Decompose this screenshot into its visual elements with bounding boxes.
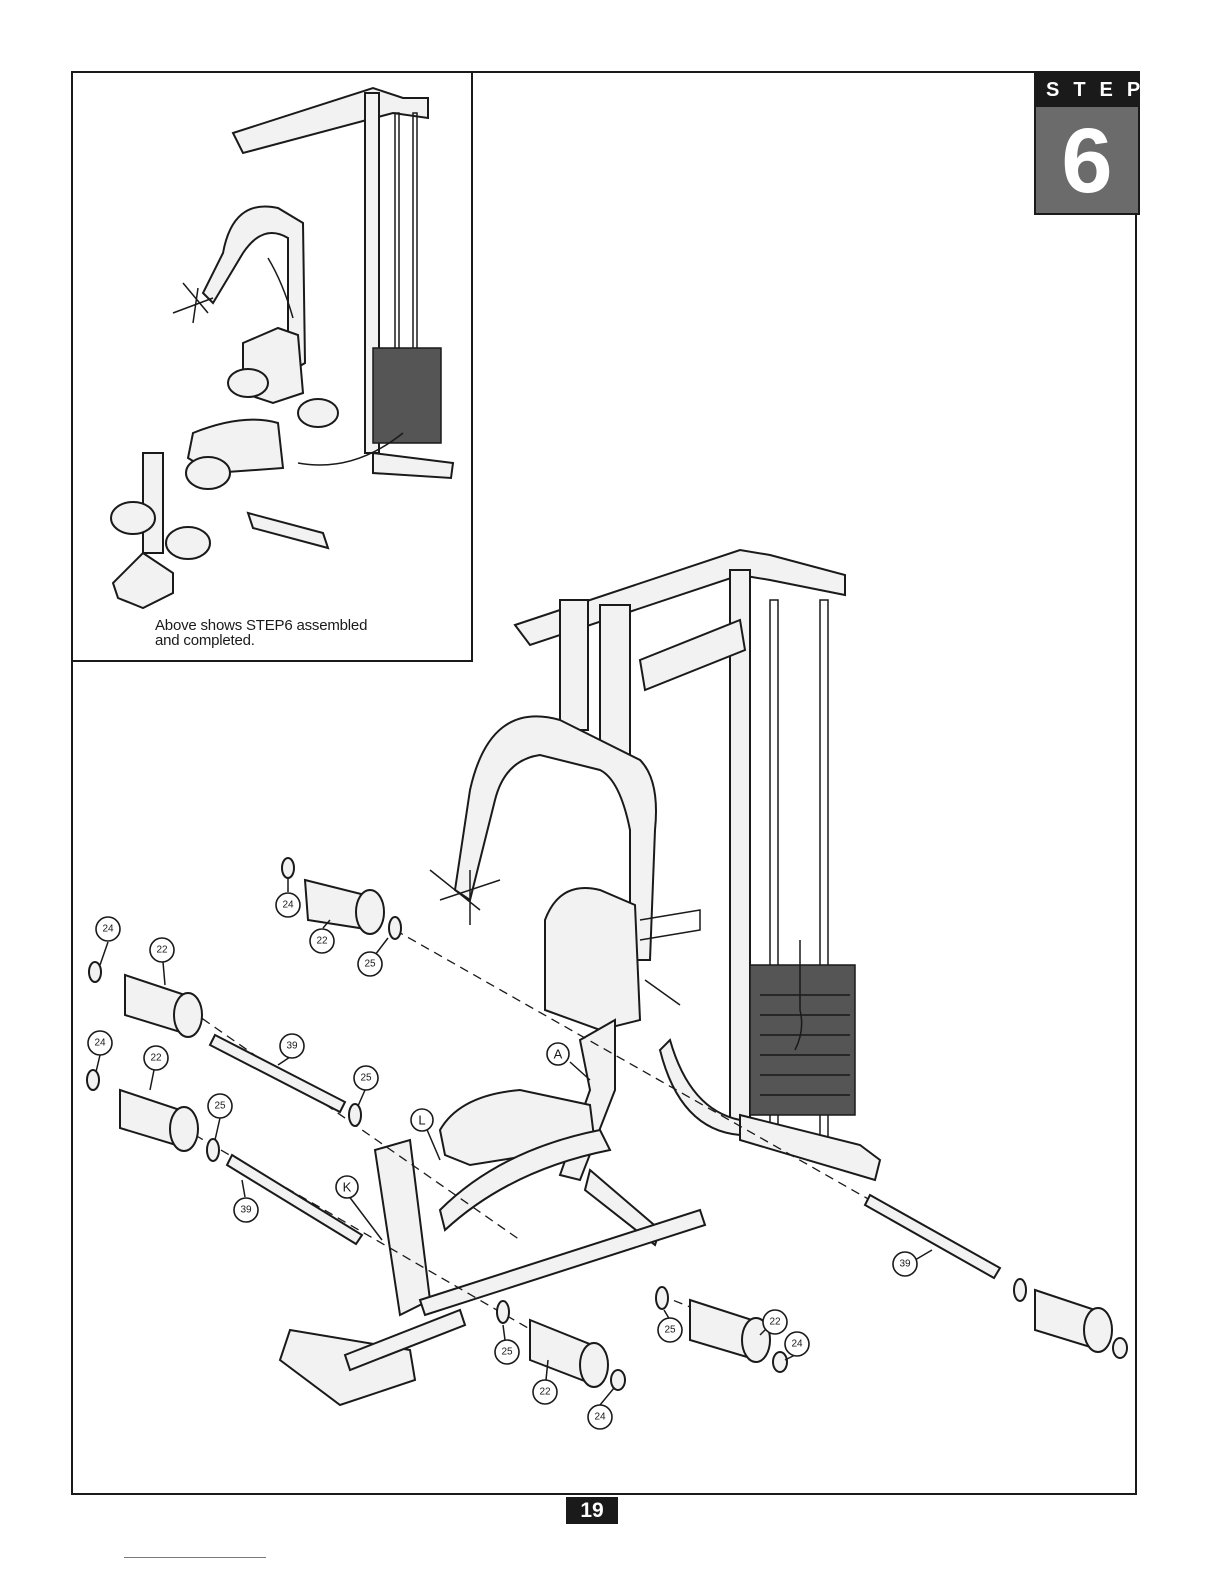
callout-label: 24: [282, 900, 294, 911]
callout-25: 25: [354, 1066, 378, 1090]
callout-22: 22: [533, 1380, 557, 1404]
gym-frame: [280, 550, 880, 1405]
callout-24: 24: [88, 1031, 112, 1055]
callout-label: A: [554, 1047, 563, 1062]
callout-label: 24: [791, 1339, 803, 1350]
callout-label: 24: [102, 924, 114, 935]
callout-label: 22: [769, 1317, 781, 1328]
callout-label: 39: [286, 1041, 298, 1052]
page-number: 19: [566, 1497, 618, 1524]
callout-22: 22: [150, 938, 174, 962]
callout-24: 24: [785, 1332, 809, 1356]
callout-label: 39: [240, 1205, 252, 1216]
callout-24: 24: [276, 893, 300, 917]
callout-label: K: [343, 1180, 352, 1195]
callout-label: 39: [899, 1259, 911, 1270]
callout-22: 22: [144, 1046, 168, 1070]
callout-22: 22: [763, 1310, 787, 1334]
callout-24: 24: [588, 1405, 612, 1429]
callout-25: 25: [358, 952, 382, 976]
callout-label: 22: [316, 936, 328, 947]
callout-25: 25: [495, 1340, 519, 1364]
callout-label: 25: [501, 1347, 513, 1358]
callout-25: 25: [208, 1094, 232, 1118]
callout-label: 25: [664, 1325, 676, 1336]
callout-L: L: [411, 1109, 433, 1131]
callout-label: 25: [214, 1101, 226, 1112]
callout-39: 39: [234, 1198, 258, 1222]
callout-A: A: [547, 1043, 569, 1065]
callout-K: K: [336, 1176, 358, 1198]
callout-label: 24: [594, 1412, 606, 1423]
callout-label: L: [418, 1113, 425, 1128]
callout-label: 22: [156, 945, 168, 956]
callout-25: 25: [658, 1318, 682, 1342]
callout-label: 25: [360, 1073, 372, 1084]
callout-label: 24: [94, 1038, 106, 1049]
callout-label: 25: [364, 959, 376, 970]
callout-22: 22: [310, 929, 334, 953]
callout-label: 22: [150, 1053, 162, 1064]
callout-39: 39: [280, 1034, 304, 1058]
callout-24: 24: [96, 917, 120, 941]
callout-label: 22: [539, 1387, 551, 1398]
callout-39: 39: [893, 1252, 917, 1276]
bottom-divider: [124, 1557, 266, 1558]
